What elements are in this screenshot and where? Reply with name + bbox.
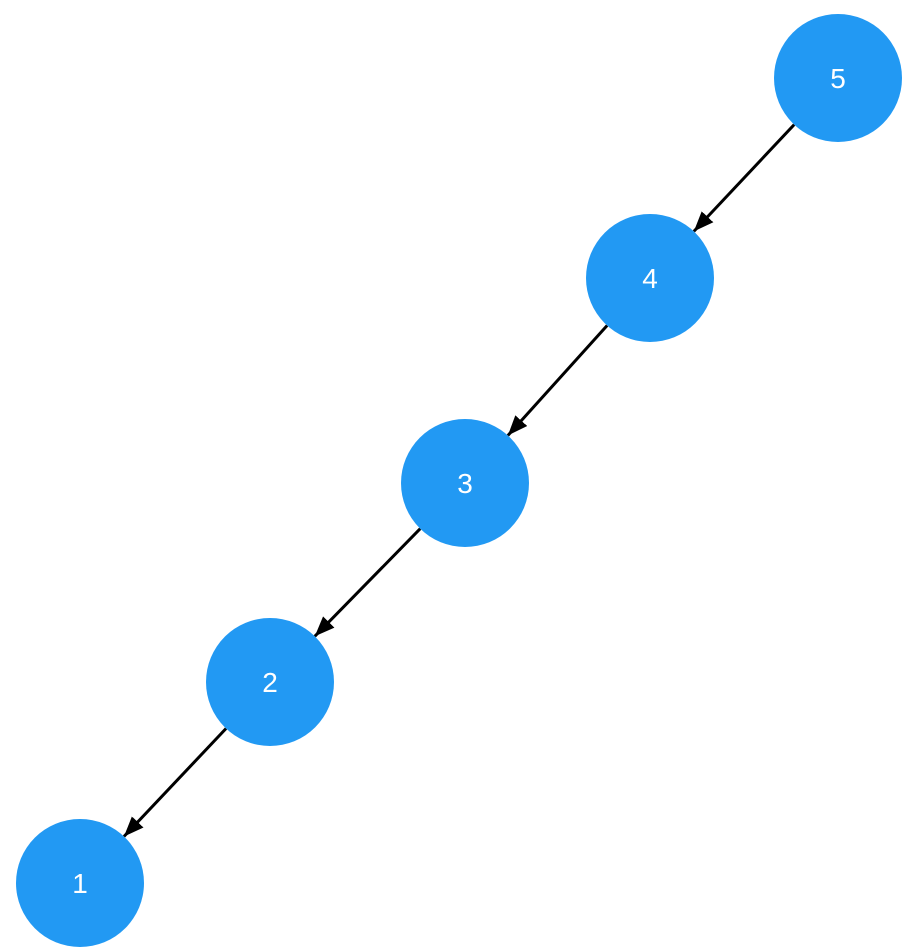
graph-node-2[interactable]: 2 bbox=[206, 618, 334, 746]
graph-edge-4-3 bbox=[506, 324, 609, 437]
graph-node-4[interactable]: 4 bbox=[586, 214, 714, 342]
node-circle-4[interactable] bbox=[586, 214, 714, 342]
graph-node-5[interactable]: 5 bbox=[774, 14, 902, 142]
node-circle-2[interactable] bbox=[206, 618, 334, 746]
graph-edge-2-1 bbox=[122, 727, 228, 838]
node-circle-1[interactable] bbox=[16, 819, 144, 947]
graph-edge-3-2 bbox=[313, 527, 422, 638]
node-circle-3[interactable] bbox=[401, 419, 529, 547]
node-circle-5[interactable] bbox=[774, 14, 902, 142]
graph-node-1[interactable]: 1 bbox=[16, 819, 144, 947]
graph-edge-5-4 bbox=[692, 123, 796, 233]
graph-node-3[interactable]: 3 bbox=[401, 419, 529, 547]
